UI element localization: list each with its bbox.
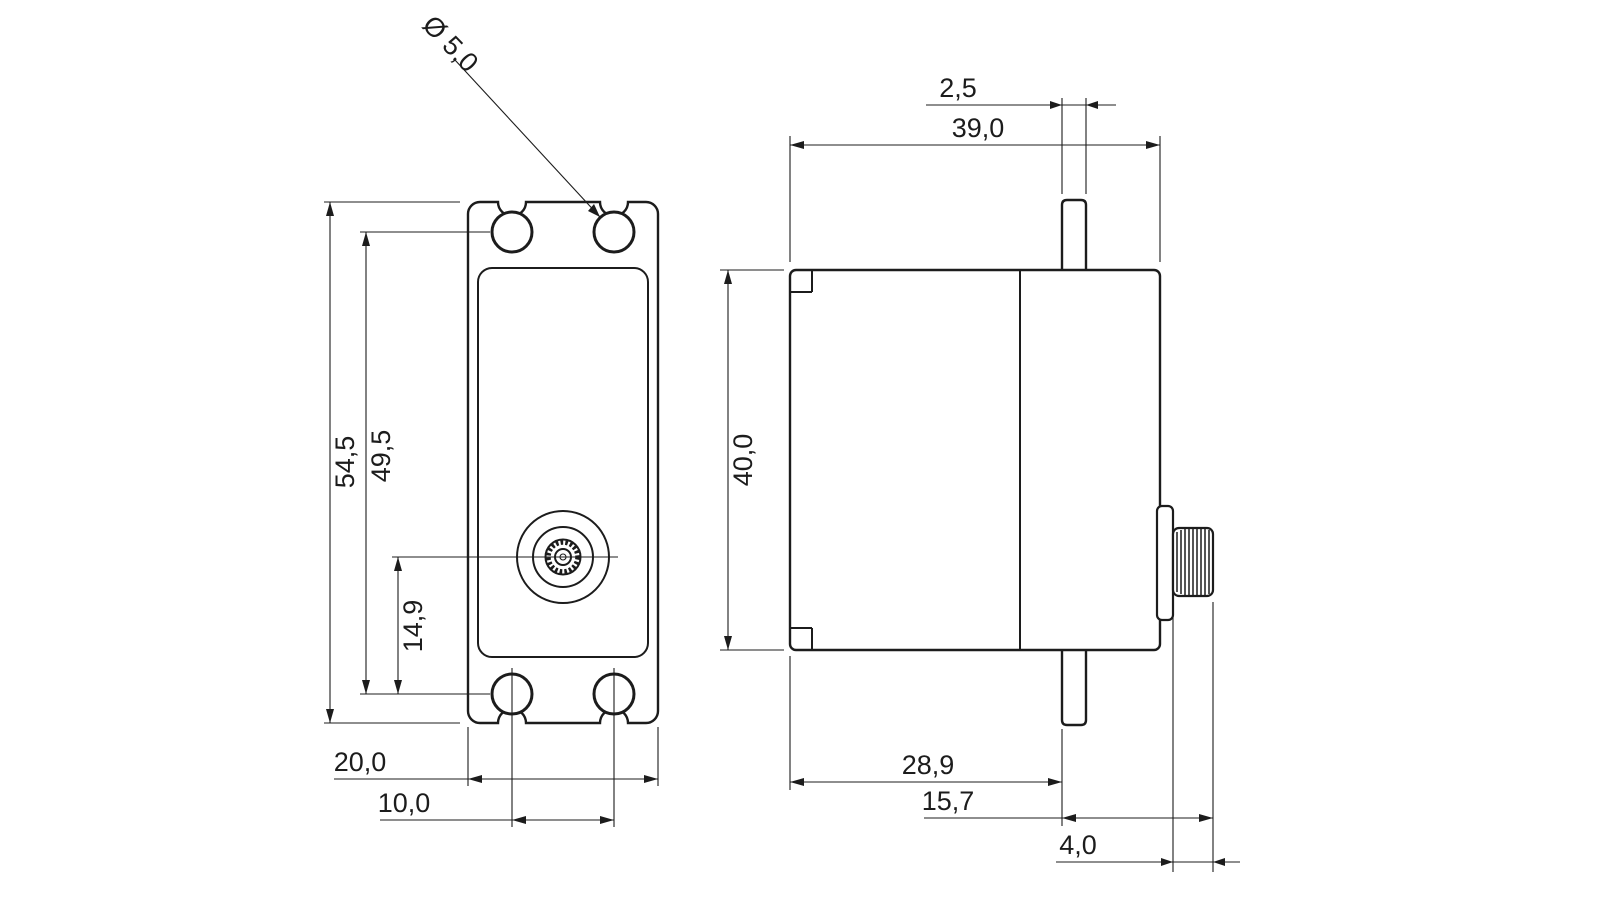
mount-hole-top-left xyxy=(490,210,534,254)
arrowhead-right xyxy=(600,816,614,824)
dim-label-knob-protrusion: 4,0 xyxy=(1059,830,1097,860)
dim-body-length: 39,0 xyxy=(789,113,1161,262)
dim-body-width: 20,0 xyxy=(334,727,659,786)
front-body-outline xyxy=(466,200,660,725)
dim-overall-height: 54,5 xyxy=(324,201,460,724)
arrowhead-down xyxy=(326,709,334,723)
dim-label-hole-spacing-vertical: 49,5 xyxy=(366,430,396,483)
dim-label-overall-height: 54,5 xyxy=(330,436,360,489)
arrowhead-left xyxy=(512,816,526,824)
mount-tab-bottom xyxy=(1060,650,1088,727)
arrowhead-down xyxy=(362,680,370,694)
arrowhead-up xyxy=(326,202,334,216)
arrowhead-right xyxy=(1199,814,1213,822)
dim-label-body-height: 40,0 xyxy=(728,434,758,487)
arrowhead-left xyxy=(1062,814,1076,822)
front-view xyxy=(392,200,660,827)
arrowhead-right xyxy=(1213,858,1225,866)
dim-label-shaft-to-hole: 14,9 xyxy=(398,600,428,653)
arrowhead-right xyxy=(1086,101,1098,109)
arrowhead-left xyxy=(1050,101,1062,109)
pot-flange xyxy=(1155,504,1175,622)
dim-knob-protrusion: 4,0 xyxy=(1056,602,1240,872)
dim-left-to-tab: 28,9 xyxy=(789,656,1063,826)
arrowhead-down xyxy=(394,680,402,694)
arrowhead-right xyxy=(1146,141,1160,149)
arrowhead-right xyxy=(644,775,658,783)
dim-label-tab-thickness: 2,5 xyxy=(939,73,977,103)
mount-hole-top-right xyxy=(592,210,636,254)
dim-hole-spacing-vertical: 49,5 xyxy=(360,231,490,695)
arrowhead-up xyxy=(394,557,402,571)
dim-label-body-length: 39,0 xyxy=(952,113,1005,143)
dim-tab-to-knob: 15,7 xyxy=(922,786,1213,822)
arrowhead-up xyxy=(724,270,732,284)
mount-tab-top xyxy=(1060,198,1088,270)
dim-body-height: 40,0 xyxy=(720,269,784,651)
side-view xyxy=(788,198,1215,727)
dim-label-left-to-tab: 28,9 xyxy=(902,750,955,780)
dim-shaft-to-hole: 14,9 xyxy=(394,557,428,694)
side-body-outline xyxy=(788,268,1162,652)
dim-label-hole-spacing-horizontal: 10,0 xyxy=(378,788,431,818)
arrowhead-left xyxy=(790,778,804,786)
front-case-outline xyxy=(477,267,649,658)
dim-hole-spacing-horizontal: 10,0 xyxy=(378,788,614,824)
dim-hole-diameter: Ø 5,0 xyxy=(417,10,601,218)
arrowhead-left xyxy=(790,141,804,149)
arrowhead-left xyxy=(1161,858,1173,866)
leader-arrowhead xyxy=(588,204,600,217)
knurled-knob xyxy=(1171,526,1215,598)
dim-label-tab-to-knob: 15,7 xyxy=(922,786,975,816)
dim-tab-thickness: 2,5 xyxy=(926,73,1116,194)
dim-label-body-width: 20,0 xyxy=(334,747,387,777)
dim-label-hole-diameter: Ø 5,0 xyxy=(417,10,484,78)
arrowhead-up xyxy=(362,232,370,246)
arrowhead-right xyxy=(1048,778,1062,786)
arrowhead-down xyxy=(724,636,732,650)
leader-line xyxy=(454,59,601,218)
arrowhead-left xyxy=(468,775,482,783)
side-view-dimensions: 2,5 39,0 40,0 28,9 xyxy=(720,73,1240,872)
